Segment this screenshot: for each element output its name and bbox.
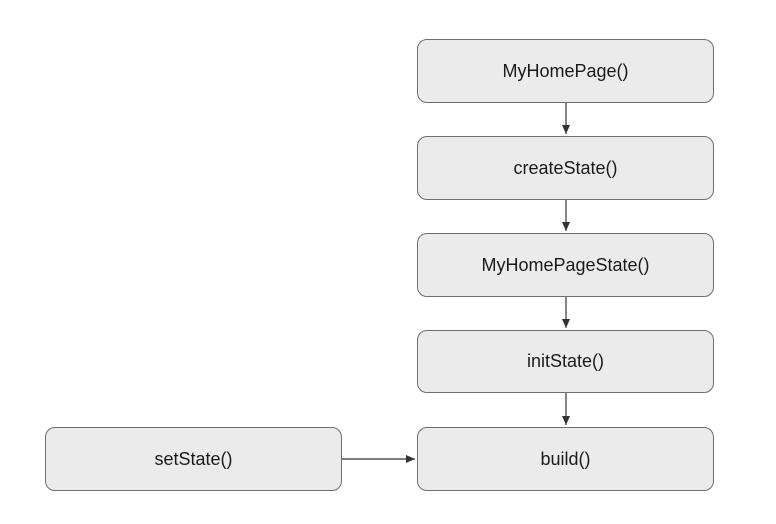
node-myhomepage: MyHomePage(): [417, 39, 714, 103]
node-build-label: build(): [540, 448, 591, 469]
node-initstate-label: initState(): [526, 351, 605, 371]
node-setstate-label: setState(): [154, 448, 233, 469]
node-setstate: setState(): [45, 427, 342, 491]
node-createstate: createState(): [417, 136, 714, 200]
node-createstate-label: createState(): [513, 157, 618, 178]
node-build: build(): [417, 427, 714, 491]
node-myhomepagestate-label: MyHomePageState(): [481, 254, 650, 275]
node-myhomepagestate: MyHomePageState(): [417, 233, 714, 297]
node-myhomepage-label: MyHomePage(): [502, 60, 629, 81]
node-initstate: initState(): [417, 330, 714, 393]
